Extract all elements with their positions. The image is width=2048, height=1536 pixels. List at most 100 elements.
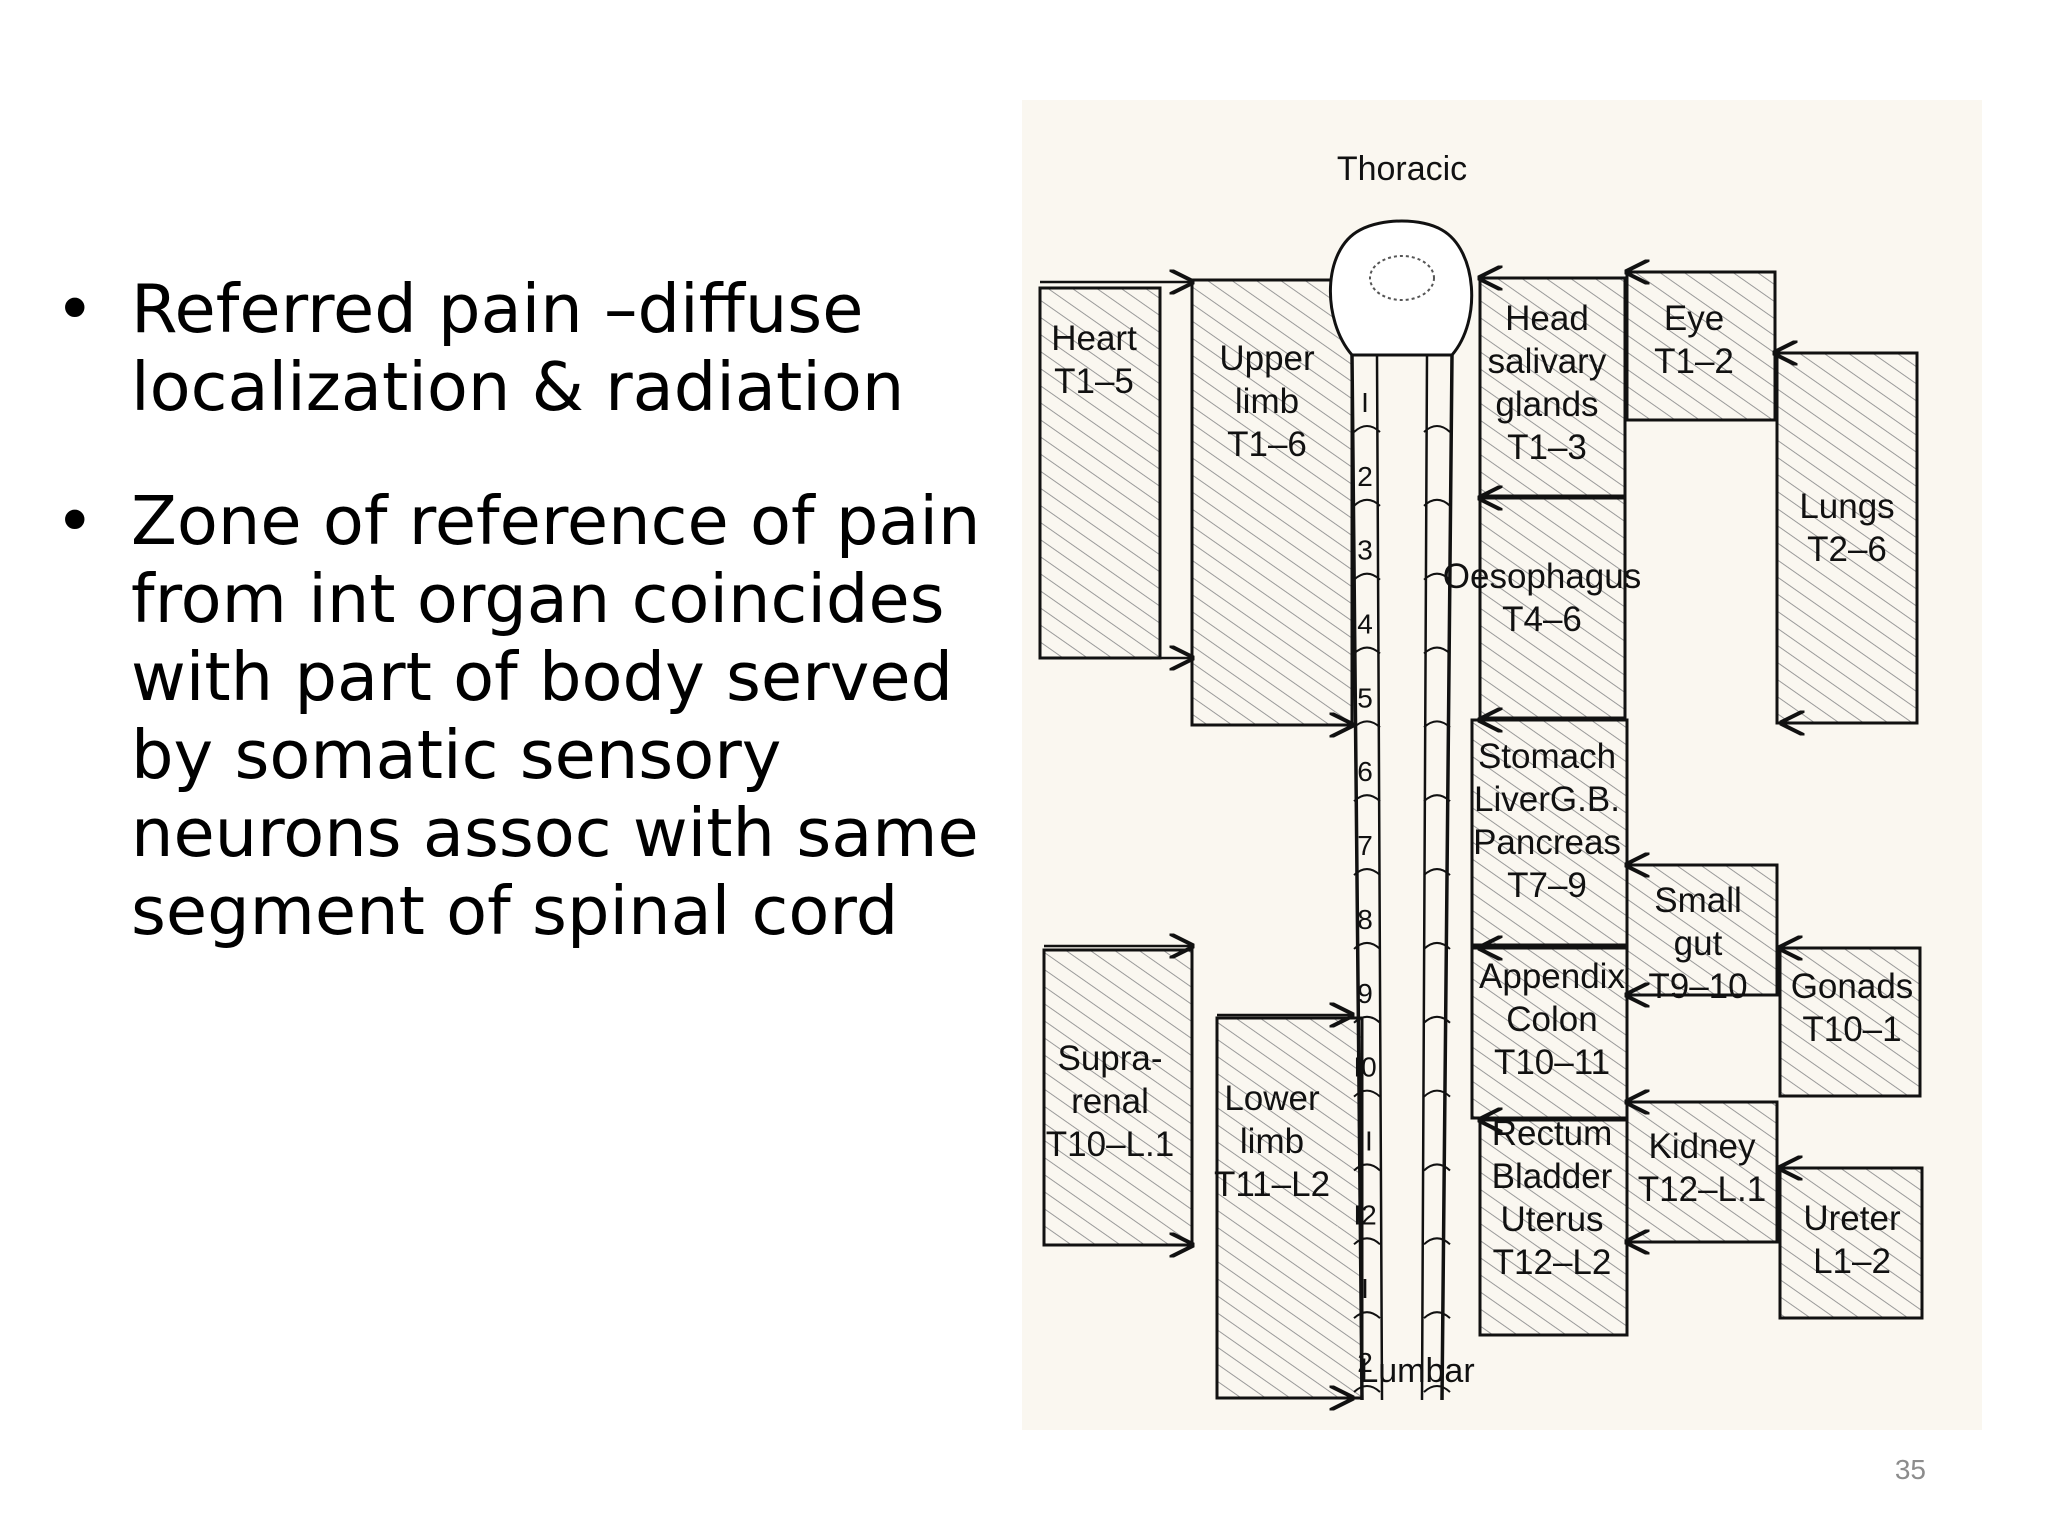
box-label-head: Head — [1505, 299, 1589, 338]
segment-boundary — [1353, 941, 1451, 950]
diagram-svg: HeartT1–5UpperlimbT1–6Supra-renalT10–L.1… — [1022, 100, 1982, 1430]
box-label-small-gut: Small — [1654, 881, 1742, 920]
box-label-suprarenal: Supra- — [1057, 1039, 1162, 1078]
segment-label: I — [1361, 387, 1369, 418]
box-label-head: T1–3 — [1507, 428, 1587, 467]
box-label-heart: T1–5 — [1054, 362, 1134, 401]
segment-boundary — [1353, 794, 1451, 802]
bullet-item: • Zone of reference of pain from int org… — [55, 482, 995, 950]
box-label-ureter: Ureter — [1803, 1199, 1901, 1238]
box-label-oesophagus: Oesophagus — [1443, 557, 1641, 596]
box-label-ureter: L1–2 — [1813, 1242, 1891, 1281]
segment-boundary — [1353, 1015, 1451, 1024]
box-label-lungs: T2–6 — [1807, 530, 1887, 569]
lumbar-label: Lumbar — [1359, 1352, 1474, 1390]
box-eye — [1625, 270, 1777, 422]
box-label-upper-limb: T1–6 — [1227, 425, 1307, 464]
box-lower-limb — [1215, 1016, 1364, 1400]
box-label-rectum: Rectum — [1492, 1114, 1613, 1153]
cord-inner-line — [1375, 354, 1429, 1401]
segment-boundary — [1353, 1311, 1451, 1319]
segment-boundary — [1353, 425, 1451, 433]
slide-number: 35 — [1894, 1454, 1926, 1485]
box-appendix — [1470, 946, 1629, 1120]
box-label-suprarenal: renal — [1071, 1082, 1149, 1121]
bullet-marker: • — [55, 482, 95, 560]
segment-label: I0 — [1353, 1052, 1376, 1083]
box-label-gonads: T10–1 — [1802, 1010, 1901, 1049]
box-label-appendix: Appendix — [1479, 957, 1625, 996]
box-label-oesophagus: T4–6 — [1502, 600, 1582, 639]
segment-label: 2 — [1357, 461, 1373, 492]
segment-label: 7 — [1357, 830, 1373, 861]
box-stomach — [1470, 718, 1629, 947]
box-label-lower-limb: limb — [1240, 1122, 1304, 1161]
bullet-text: Referred pain –diffuse localization & ra… — [131, 270, 905, 426]
segment-label: 4 — [1357, 609, 1373, 640]
segment-boundary — [1353, 1385, 1451, 1393]
cord-cross-section — [1328, 219, 1474, 357]
box-label-lungs: Lungs — [1799, 487, 1894, 526]
segment-label: 9 — [1357, 978, 1373, 1009]
segment-label: 2 — [1357, 1347, 1373, 1378]
box-suprarenal — [1042, 948, 1194, 1247]
box-upper-limb — [1190, 278, 1354, 727]
organ-boxes — [1038, 270, 1924, 1400]
box-label-kidney: T12–L.1 — [1638, 1170, 1766, 1209]
bullet-list: • Referred pain –diffuse localization & … — [55, 270, 995, 1006]
grey-matter — [1369, 255, 1435, 301]
box-label-heart: Heart — [1051, 319, 1137, 358]
box-oesophagus — [1478, 496, 1627, 720]
segment-boundary — [1353, 1163, 1451, 1172]
thoracic-label: Thoracic — [1337, 150, 1467, 188]
box-heart — [1038, 286, 1162, 660]
box-label-stomach: T7–9 — [1507, 866, 1587, 905]
box-label-gonads: Gonads — [1791, 967, 1914, 1006]
segment-label: 3 — [1357, 535, 1373, 566]
box-label-suprarenal: T10–L.1 — [1046, 1125, 1174, 1164]
bullet-item: • Referred pain –diffuse localization & … — [55, 270, 995, 426]
box-label-small-gut: T9–10 — [1648, 967, 1747, 1006]
spinal-cord — [1328, 219, 1474, 1401]
box-head — [1478, 276, 1627, 498]
box-label-kidney: Kidney — [1648, 1127, 1756, 1166]
segment-boundary — [1353, 498, 1451, 507]
segment-boundary — [1353, 646, 1451, 655]
box-label-head: glands — [1495, 385, 1598, 424]
bullet-marker: • — [55, 270, 95, 348]
box-label-head: salivary — [1488, 342, 1607, 381]
box-label-upper-limb: limb — [1235, 382, 1299, 421]
box-label-lower-limb: Lower — [1224, 1079, 1320, 1118]
box-lungs — [1775, 351, 1919, 725]
segment-label: 6 — [1357, 756, 1373, 787]
box-label-lower-limb: T11–L2 — [1214, 1165, 1330, 1204]
box-label-appendix: Colon — [1506, 1000, 1597, 1039]
segment-boundary — [1353, 1237, 1451, 1246]
segment-label: I — [1361, 1273, 1369, 1304]
segment-label: II — [1357, 1125, 1373, 1156]
box-label-eye: Eye — [1664, 299, 1724, 338]
box-label-rectum: Bladder — [1492, 1157, 1613, 1196]
segment-boundary — [1353, 1089, 1451, 1098]
segment-label: 5 — [1357, 682, 1373, 713]
box-label-small-gut: gut — [1674, 924, 1723, 963]
box-label-stomach: LiverG.B. — [1474, 780, 1620, 819]
box-gonads — [1778, 946, 1922, 1098]
segment-boundary — [1353, 572, 1451, 581]
box-label-eye: T1–2 — [1654, 342, 1734, 381]
box-label-upper-limb: Upper — [1219, 339, 1315, 378]
bullet-text: Zone of reference of pain from int organ… — [131, 482, 981, 950]
box-label-appendix: T10–11 — [1494, 1043, 1610, 1082]
box-label-stomach: Stomach — [1478, 737, 1616, 776]
box-ureter — [1778, 1166, 1924, 1320]
box-label-rectum: Uterus — [1500, 1200, 1603, 1239]
box-labels: HeartT1–5UpperlimbT1–6Supra-renalT10–L.1… — [1046, 299, 1914, 1282]
box-rectum — [1478, 1118, 1629, 1337]
box-label-rectum: T12–L2 — [1493, 1243, 1612, 1282]
box-label-stomach: Pancreas — [1473, 823, 1621, 862]
segment-label: I2 — [1353, 1199, 1376, 1230]
segment-boundary — [1353, 720, 1451, 729]
